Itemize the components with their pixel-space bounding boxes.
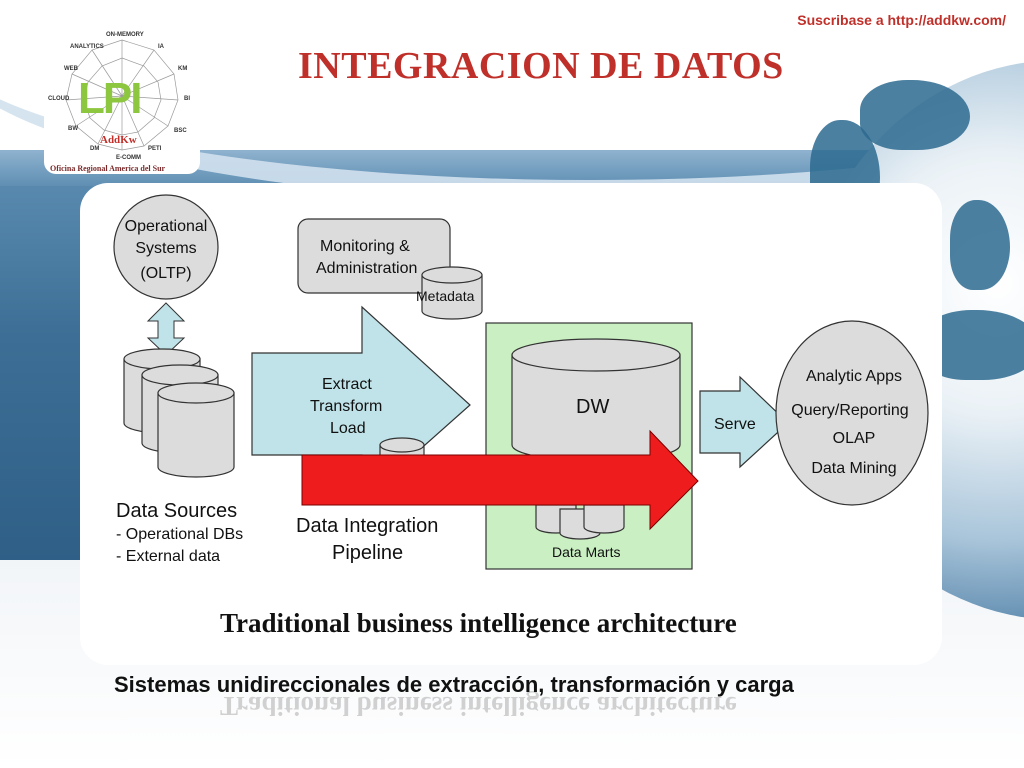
serve-arrow bbox=[699, 375, 789, 469]
operational-label-line3: (OLTP) bbox=[140, 265, 191, 282]
radar-label: BW bbox=[68, 126, 78, 132]
bi-architecture-diagram: Operational Systems (OLTP) Data Sources … bbox=[113, 194, 929, 570]
etl-label-line3: Load bbox=[330, 420, 366, 437]
data-sources-item: - Operational DBs bbox=[116, 526, 243, 543]
radar-label: ON-MEMORY bbox=[106, 32, 144, 38]
diagram-caption: Traditional business intelligence archit… bbox=[220, 608, 737, 638]
highlight-arrow bbox=[301, 429, 699, 531]
lpi-addkw-logo: ON-MEMORY IA KM BI BSC PETI E-COMM DM BW… bbox=[44, 18, 200, 174]
analytics-item: OLAP bbox=[833, 430, 876, 447]
analytics-item: Analytic Apps bbox=[806, 368, 902, 385]
radar-label: BI bbox=[184, 96, 190, 102]
serve-label: Serve bbox=[714, 416, 756, 433]
radar-label: WEB bbox=[64, 66, 78, 72]
analytics-ellipse bbox=[775, 320, 929, 506]
pipeline-label-line1: Data Integration bbox=[296, 515, 438, 537]
radar-label: CLOUD bbox=[48, 96, 70, 102]
monitoring-box bbox=[297, 218, 451, 294]
metadata-cylinder bbox=[421, 266, 483, 320]
subscribe-link[interactable]: Suscribase a http://addkw.com/ bbox=[797, 12, 1006, 28]
radar-label: E-COMM bbox=[116, 155, 141, 161]
data-marts-label: Data Marts bbox=[552, 544, 620, 560]
page-title: INTEGRACION DE DATOS bbox=[298, 45, 784, 87]
analytics-item: Query/Reporting bbox=[791, 402, 908, 419]
etl-label-line2: Transform bbox=[310, 398, 382, 415]
etl-label-line1: Extract bbox=[322, 376, 372, 393]
dw-cylinder bbox=[511, 338, 681, 462]
data-sources-item: - External data bbox=[116, 548, 220, 565]
pipeline-label-line2: Pipeline bbox=[332, 542, 403, 564]
logo-caption: Oficina Regional America del Sur bbox=[50, 164, 166, 173]
diagram-panel: Operational Systems (OLTP) Data Sources … bbox=[80, 183, 942, 665]
radar-label: DM bbox=[90, 146, 100, 152]
monitoring-label-line1: Monitoring & bbox=[320, 238, 410, 255]
data-source-cylinders bbox=[123, 348, 235, 478]
slide-subtitle: Sistemas unidireccionales de extracción,… bbox=[114, 672, 794, 697]
metadata-label: Metadata bbox=[416, 288, 475, 304]
radar-label: IA bbox=[158, 44, 164, 50]
operational-label-line1: Operational bbox=[125, 218, 208, 235]
radar-graphic bbox=[65, 39, 179, 151]
data-mart-cylinders bbox=[535, 504, 625, 540]
caption-reflection: Traditional business intelligence archit… bbox=[220, 691, 737, 721]
bidirectional-arrow bbox=[146, 302, 186, 356]
operational-label-line2: Systems bbox=[135, 240, 196, 257]
radar-label: KM bbox=[178, 66, 188, 72]
radar-label: ANALYTICS bbox=[70, 44, 104, 50]
operational-systems-circle bbox=[113, 194, 219, 300]
data-sources-heading: Data Sources bbox=[116, 500, 237, 522]
dw-label: DW bbox=[576, 396, 609, 418]
logo-acronym: LPI bbox=[78, 74, 142, 123]
analytics-item: Data Mining bbox=[811, 460, 896, 477]
monitoring-label-line2: Administration bbox=[316, 260, 417, 277]
radar-label: BSC bbox=[174, 128, 187, 134]
logo-brand: AddKw bbox=[100, 134, 137, 146]
radar-label: PETI bbox=[148, 146, 162, 152]
